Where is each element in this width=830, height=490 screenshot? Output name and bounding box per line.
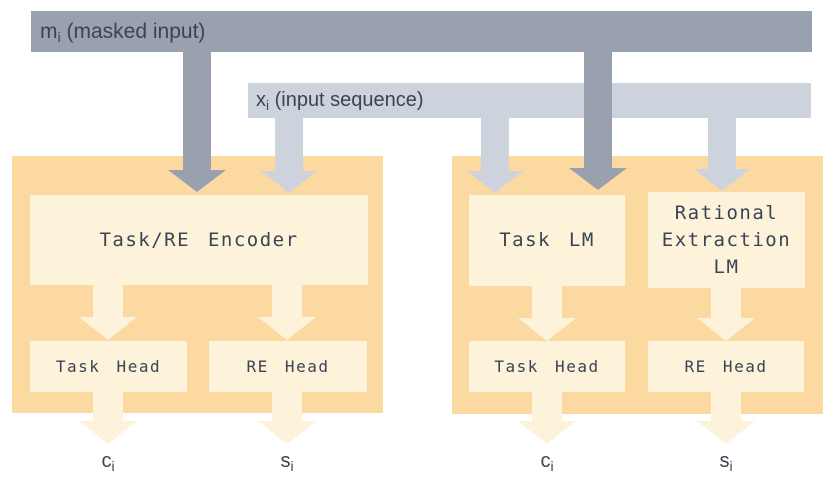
task-re-encoder-box: Task/RE Encoder (30, 195, 368, 285)
arrowhead-re-lm-to-re-head (697, 318, 755, 341)
task-re-encoder-label: Task/RE Encoder (99, 228, 299, 251)
arrow-input-sequence-to-re-lm (708, 118, 736, 169)
arrowhead-task-lm-to-task-head (518, 318, 576, 341)
masked-input-banner-label: mi (masked input) (40, 19, 206, 46)
arrow-re-lm-to-re-head (711, 288, 741, 318)
arrowhead-masked-input-to-task-lm (569, 168, 627, 190)
re-head-box-right: RE Head (648, 341, 804, 392)
input-sequence-banner-label: xi (input sequence) (256, 89, 424, 113)
arrow-encoder-to-task-head (93, 285, 123, 317)
arrow-input-sequence-to-encoder (275, 118, 303, 171)
task-head-label-left: Task Head (55, 357, 162, 376)
arrow-task-head-to-output-right (532, 392, 562, 421)
rational-extraction-lm-box: Rational Extraction LM (648, 192, 805, 288)
re-head-label-right: RE Head (684, 357, 768, 376)
task-head-label-right: Task Head (494, 357, 600, 376)
arrowhead-input-sequence-to-task-lm (467, 171, 523, 193)
masked-input-banner: mi (masked input) (31, 11, 812, 52)
arrow-re-head-to-output-right (711, 392, 741, 421)
task-head-box-left: Task Head (30, 341, 187, 392)
arrow-encoder-to-re-head (272, 285, 302, 317)
re-head-label-left: RE Head (246, 357, 330, 376)
input-sequence-banner: xi (input sequence) (248, 83, 811, 118)
arrow-masked-input-to-encoder (183, 52, 211, 170)
task-head-box-right: Task Head (469, 341, 625, 392)
arrow-task-lm-to-task-head (532, 286, 562, 318)
arrowhead-masked-input-to-encoder (168, 170, 226, 192)
arrowhead-task-head-to-output-right (518, 421, 576, 444)
arrow-re-head-to-output-left (272, 392, 302, 421)
arrow-masked-input-to-task-lm (584, 52, 612, 168)
re-head-box-left: RE Head (209, 341, 367, 392)
rational-extraction-lm-label: Rational Extraction LM (661, 201, 792, 278)
arrowhead-encoder-to-re-head (258, 317, 316, 340)
task-lm-label: Task LM (499, 229, 595, 251)
arrowhead-input-sequence-to-encoder (261, 171, 317, 193)
arrowhead-encoder-to-task-head (79, 317, 137, 340)
output-label-c-right: ci (540, 450, 554, 474)
arrowhead-re-head-to-output-left (258, 421, 316, 444)
arrowhead-task-head-to-output-left (79, 421, 137, 444)
arrowhead-re-head-to-output-right (697, 421, 755, 444)
arrowhead-input-sequence-to-re-lm (694, 169, 750, 191)
task-lm-box: Task LM (469, 195, 625, 286)
output-label-s-right: si (719, 450, 733, 474)
arrow-task-head-to-output-left (93, 392, 123, 421)
arrow-input-sequence-to-task-lm (481, 118, 509, 171)
output-label-s-left: si (280, 450, 294, 474)
output-label-c-left: ci (101, 450, 115, 474)
